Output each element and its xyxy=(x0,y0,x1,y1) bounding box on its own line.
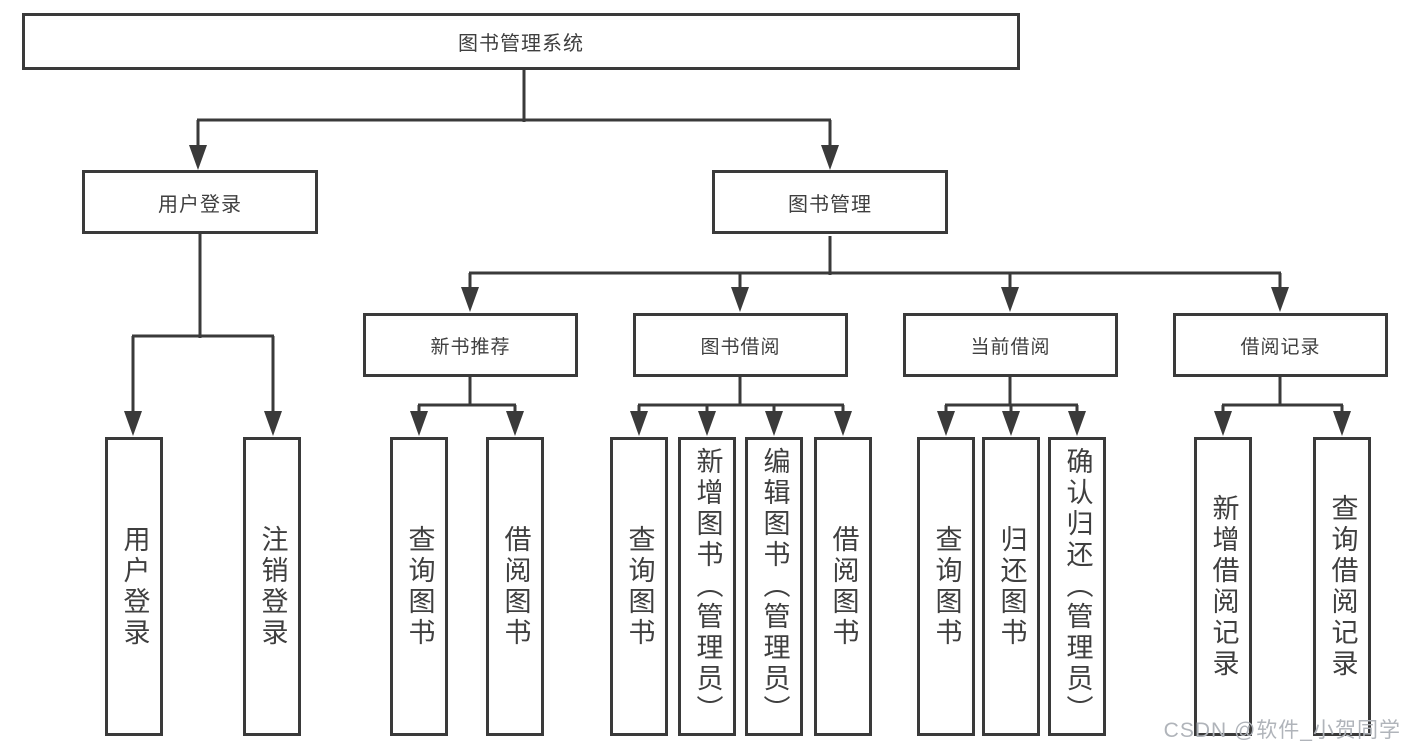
leaf-borrow-books-borrowing: 借阅图书 xyxy=(814,437,872,736)
node-label: 图书管理系统 xyxy=(458,33,584,55)
leaf-label: 查询图书 xyxy=(404,524,435,649)
node-borrowing-records: 借阅记录 xyxy=(1173,313,1388,377)
leaf-add-book-admin: 新增图书（管理员） xyxy=(678,437,736,736)
node-new-book-recommend: 新书推荐 xyxy=(363,313,578,377)
leaf-label: 新增借阅记录 xyxy=(1208,493,1239,680)
node-label: 借阅记录 xyxy=(1240,336,1321,358)
node-user-login: 用户登录 xyxy=(82,170,318,234)
node-book-management: 图书管理 xyxy=(712,170,948,234)
leaf-add-borrow-record: 新增借阅记录 xyxy=(1194,437,1252,736)
leaf-confirm-return-admin: 确认归还（管理员） xyxy=(1048,437,1106,736)
leaf-query-books-recommend: 查询图书 xyxy=(390,437,448,736)
leaf-label: 借阅图书 xyxy=(500,524,531,649)
leaf-label: 查询图书 xyxy=(624,524,655,649)
leaf-label: 查询借阅记录 xyxy=(1327,493,1358,680)
leaf-return-book: 归还图书 xyxy=(982,437,1040,736)
node-label: 图书借阅 xyxy=(700,336,781,358)
leaf-logout: 注销登录 xyxy=(243,437,301,736)
leaf-query-borrow-record: 查询借阅记录 xyxy=(1313,437,1371,736)
leaf-label: 借阅图书 xyxy=(828,524,859,649)
leaf-label: 查询图书 xyxy=(931,524,962,649)
node-current-borrowing: 当前借阅 xyxy=(903,313,1118,377)
node-root-library-system: 图书管理系统 xyxy=(22,13,1020,70)
leaf-label: 用户登录 xyxy=(119,524,150,649)
leaf-label: 确认归还（管理员） xyxy=(1062,447,1093,726)
leaf-label: 新增图书（管理员） xyxy=(692,447,723,726)
leaf-borrow-books-recommend: 借阅图书 xyxy=(486,437,544,736)
node-label: 用户登录 xyxy=(158,193,242,216)
leaf-label: 注销登录 xyxy=(257,524,288,649)
arrowheads xyxy=(124,145,1351,436)
leaf-label: 归还图书 xyxy=(996,524,1027,649)
node-label: 图书管理 xyxy=(788,193,872,216)
node-label: 当前借阅 xyxy=(970,336,1051,358)
leaf-user-login: 用户登录 xyxy=(105,437,163,736)
leaf-query-books-current: 查询图书 xyxy=(917,437,975,736)
leaf-query-books-borrowing: 查询图书 xyxy=(610,437,668,736)
leaf-label: 编辑图书（管理员） xyxy=(759,447,790,726)
leaf-edit-book-admin: 编辑图书（管理员） xyxy=(745,437,803,736)
node-label: 新书推荐 xyxy=(430,336,511,358)
csdn-watermark: CSDN @软件_小贺同学 xyxy=(1163,719,1401,742)
node-book-borrowing: 图书借阅 xyxy=(633,313,848,377)
